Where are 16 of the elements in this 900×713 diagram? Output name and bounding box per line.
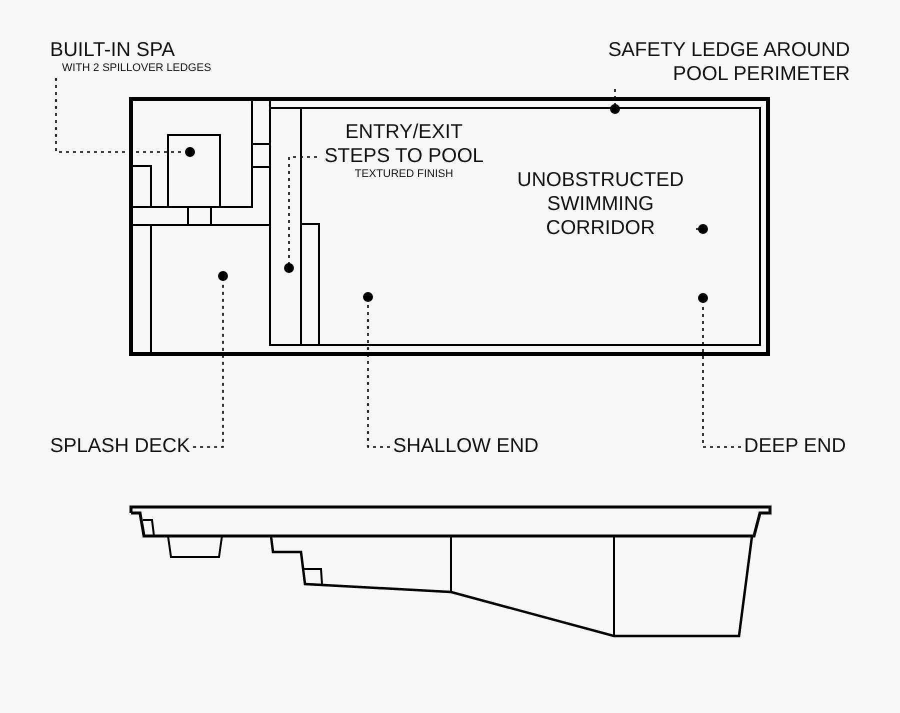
callout-title: UNOBSTRUCTED SWIMMING CORRIDOR — [516, 168, 685, 240]
leader-line — [610, 89, 620, 114]
callout-title: ENTRY/EXIT STEPS TO POOL — [323, 120, 485, 168]
leader-line — [55, 78, 195, 157]
callout-title: SAFETY LEDGE AROUND POOL PERIMETER — [607, 38, 850, 86]
callout-note: WITH 2 SPILLOVER LEDGES — [62, 62, 212, 75]
leader-line — [696, 224, 708, 234]
callout-note: TEXTURED FINISH — [354, 168, 454, 181]
leader-line — [193, 271, 228, 448]
leader-line — [698, 293, 741, 448]
leader-line — [284, 156, 317, 273]
callout-title: BUILT-IN SPA — [50, 38, 176, 62]
callout-title: DEEP END — [744, 434, 846, 458]
callout-title: SHALLOW END — [393, 434, 539, 458]
callout-title: SPLASH DECK — [50, 434, 190, 458]
leader-line — [363, 292, 390, 448]
